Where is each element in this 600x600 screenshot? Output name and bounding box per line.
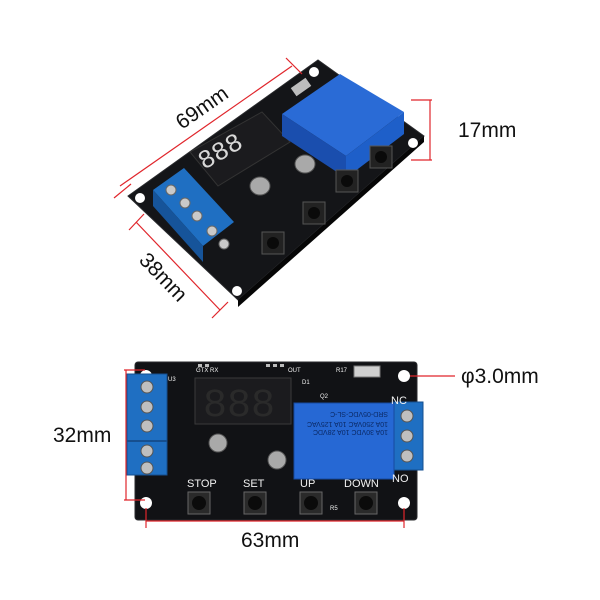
silk-up: UP [300,478,315,490]
front-buttons [187,491,378,515]
mount-hole [408,138,418,148]
top-capacitor [249,154,316,196]
silk-d1: D1 [302,380,310,386]
top-buttons [261,145,393,255]
front-terminal-right [391,401,424,471]
relay-model: SRD-05VDC-SL-C [330,410,388,417]
mount-hole [232,286,242,296]
front-view-board: 888 SRD-05VDC-SL-C 10A 250VAC 10A 125VAC… [126,361,424,521]
header-pins [198,364,284,367]
relay-rating-1: 10A 250VAC 10A 125VAC [307,420,388,427]
front-capacitors [208,433,287,470]
top-width-label: 38mm [134,248,191,306]
mount-hole [398,370,410,382]
relay-rating-2: 10A 30VDC 10A 28VDC [313,428,388,435]
hole-diameter-label: φ3.0mm [461,365,539,388]
terminal-block-top [153,168,234,262]
usb-port [353,365,381,378]
top-dimensions [113,57,432,319]
front-width-label: 63mm [241,529,299,552]
silk-header: GTX RX [196,368,218,374]
mount-hole [309,67,319,77]
top-relay [282,74,404,178]
silk-out: OUT [288,368,301,374]
silk-nc: NC [391,395,407,407]
silk-stop: STOP [187,478,217,490]
front-dimensions [124,369,455,528]
silk-r5: R5 [330,506,338,512]
silk-no: NO [392,473,409,485]
front-display: 888 [194,377,292,429]
display-digits: 888 [203,384,275,429]
mount-hole [135,193,145,203]
silk-u3: U3 [168,377,176,383]
front-terminal-left [126,373,168,476]
silk-r17: R17 [336,368,348,374]
mount-hole [140,497,152,509]
silk-set: SET [243,478,265,490]
silk-down: DOWN [344,478,379,490]
top-length-label: 69mm [172,82,233,134]
usb-port [290,77,312,97]
front-height-label: 32mm [53,424,111,447]
mount-hole [398,497,410,509]
top-height-label: 17mm [458,119,516,142]
front-relay: SRD-05VDC-SL-C 10A 250VAC 10A 125VAC 10A… [293,402,395,480]
silk-q2: Q2 [320,394,329,400]
